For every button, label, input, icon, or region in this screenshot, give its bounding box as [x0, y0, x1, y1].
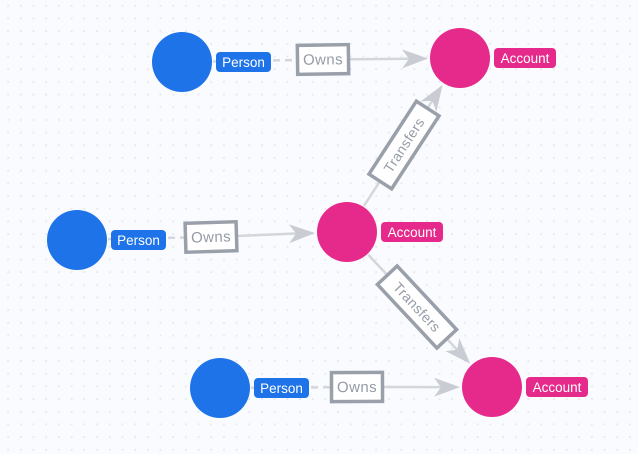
edge-label-text: Owns	[191, 228, 231, 246]
arrowhead-icon	[445, 338, 471, 364]
nodes-layer	[47, 28, 522, 418]
node-label-text: Person	[260, 381, 303, 396]
edge-label-box-owns-1[interactable]	[295, 42, 351, 77]
node-account-2[interactable]	[317, 202, 377, 262]
node-account-1[interactable]	[430, 28, 490, 88]
edge-label-text: Owns	[303, 51, 343, 69]
node-label-chip-person-2: Person	[111, 230, 166, 250]
node-label-chip-account-2: Account	[381, 222, 443, 242]
arrowhead-icon	[288, 224, 316, 244]
node-person-2[interactable]	[47, 210, 107, 270]
node-label-text: Person	[222, 55, 265, 70]
node-label-chip-person-1: Person	[216, 52, 271, 72]
edge-label-box-owns-3[interactable]	[329, 370, 385, 404]
edge-label-group-owns-3: Owns	[329, 370, 385, 404]
node-label-chip[interactable]	[216, 52, 271, 72]
node-label-text: Account	[501, 51, 550, 66]
edge-label-group-owns-1: Owns	[295, 42, 351, 77]
edge-label-box-transfers-1[interactable]	[366, 98, 442, 192]
arrowhead-icon	[401, 49, 429, 69]
node-label-chip[interactable]	[526, 377, 588, 397]
edge-label-box-owns-2[interactable]	[183, 219, 239, 255]
node-label-chip[interactable]	[254, 378, 309, 398]
node-label-text: Person	[117, 233, 160, 248]
node-label-chip[interactable]	[381, 222, 443, 242]
edge-label-group-transfers-2: Transfers	[374, 263, 460, 351]
arrowhead-icon	[420, 84, 443, 112]
node-label-chip[interactable]	[111, 230, 166, 250]
node-person-3[interactable]	[190, 358, 250, 418]
arrowheads-layer	[288, 49, 471, 397]
edge-label-group-owns-2: Owns	[183, 219, 239, 255]
node-label-chip-account-3: Account	[526, 377, 588, 397]
node-label-chip[interactable]	[494, 48, 556, 68]
edge-label-group-transfers-1: Transfers	[366, 98, 442, 192]
node-label-text: Account	[533, 380, 582, 395]
node-label-chip-account-1: Account	[494, 48, 556, 68]
edge-label-text: Owns	[337, 379, 377, 396]
node-label-chip-person-3: Person	[254, 378, 309, 398]
arrowhead-icon	[433, 377, 461, 397]
node-label-text: Account	[388, 225, 437, 240]
node-account-3[interactable]	[462, 357, 522, 417]
node-person-1[interactable]	[152, 32, 212, 92]
edge-label-box-transfers-2[interactable]	[374, 263, 460, 351]
